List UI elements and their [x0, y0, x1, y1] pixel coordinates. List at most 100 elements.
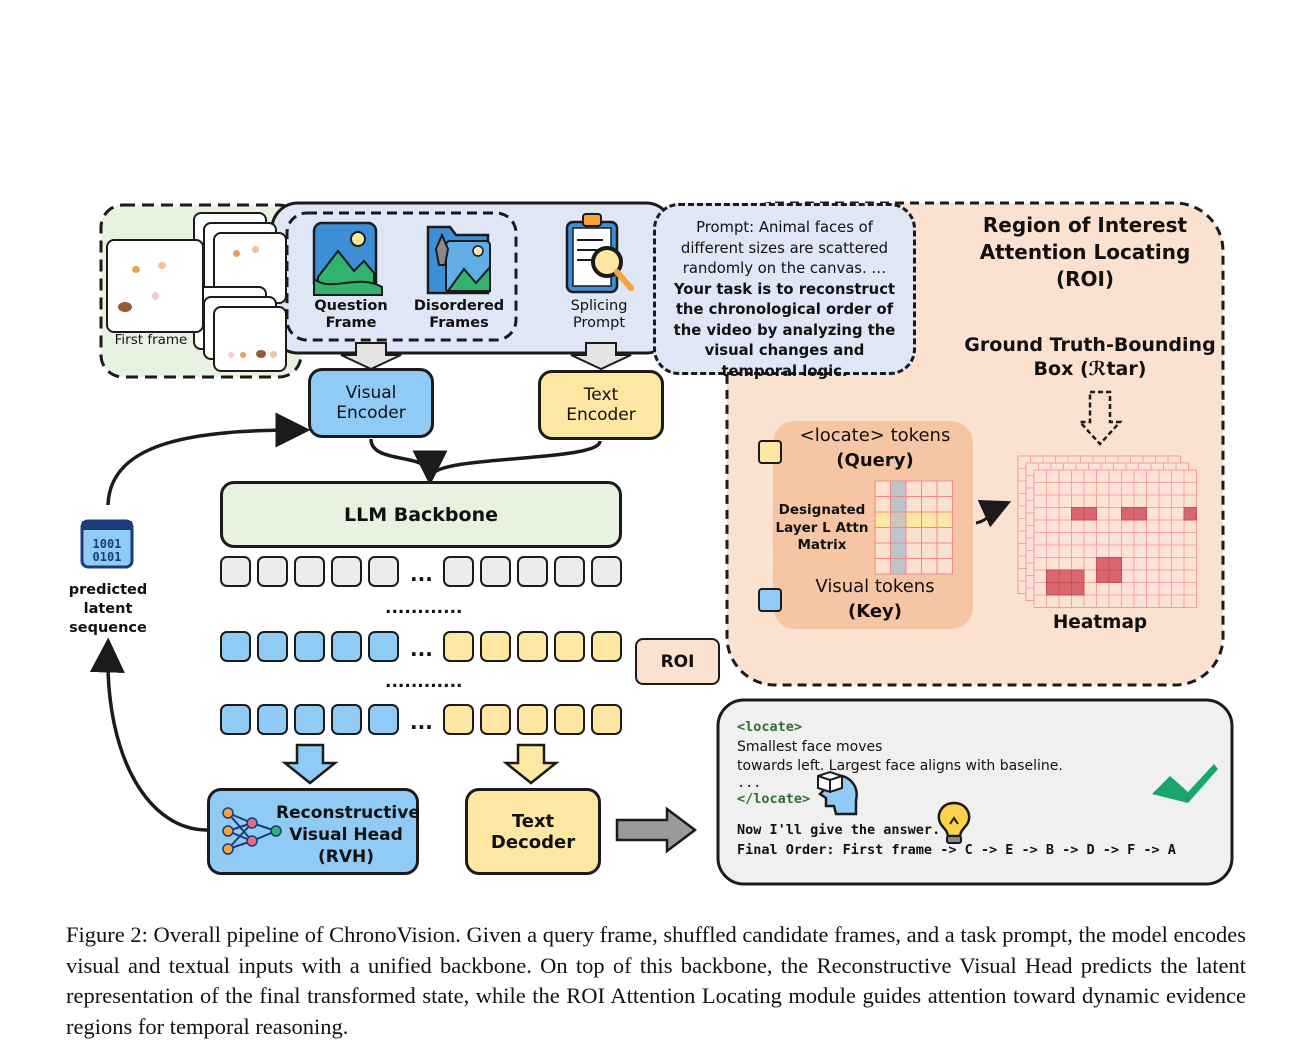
attn-cell	[890, 480, 907, 497]
reasoning-line-2: towards left. Largest face aligns with b…	[737, 758, 1063, 774]
attn-cell	[936, 527, 953, 544]
visual-token	[294, 631, 325, 662]
heatmap-stack	[1017, 455, 1197, 608]
attn-cell	[874, 527, 891, 544]
token-ellipsis: ...	[410, 710, 433, 734]
attn-cell	[890, 527, 907, 544]
heatmap-hot-cell	[1058, 569, 1072, 583]
heatmap-hot-cell	[1046, 569, 1060, 583]
frame-card	[213, 306, 287, 372]
attn-cell	[921, 542, 938, 559]
attn-matrix-grid	[874, 480, 953, 575]
first-frame-card	[106, 239, 204, 333]
attn-matrix-label: Designated Layer L Attn Matrix	[775, 502, 869, 553]
text-token	[443, 704, 474, 735]
attn-cell	[905, 542, 922, 559]
token	[517, 556, 548, 587]
visual-encoder: Visual Encoder	[308, 368, 434, 438]
text-token	[517, 704, 548, 735]
animal-face-icon	[256, 350, 266, 358]
attn-cell	[921, 480, 938, 497]
binary-code-icon: 1001 0101	[79, 518, 137, 570]
rvh-to-latent-arrow	[89, 637, 208, 832]
output-panel	[716, 698, 1234, 886]
head-thinking-icon	[812, 770, 862, 818]
roi-tag: ROI	[635, 638, 720, 685]
output-text: <locate> Smallest face moves towards lef…	[737, 718, 1207, 860]
lightbulb-icon	[936, 800, 972, 848]
attn-cell	[890, 542, 907, 559]
heatmap-hot-cell	[1096, 569, 1110, 583]
image-inputs-group	[285, 211, 518, 342]
attn-cell	[936, 511, 953, 528]
visual-token	[368, 704, 399, 735]
heatmap-hot-cell	[1046, 582, 1060, 596]
disordered-frames-label: Disordered Frames	[413, 298, 505, 332]
visual-token	[220, 631, 251, 662]
token	[294, 556, 325, 587]
splicing-prompt-icon	[563, 210, 637, 298]
network-icon	[220, 803, 282, 861]
text-encoder: Text Encoder	[538, 370, 664, 440]
query-token-icon	[758, 440, 782, 464]
heatmap-hot-cell	[1071, 507, 1085, 521]
visual-token	[257, 631, 288, 662]
check-icon	[1152, 764, 1218, 803]
animal-face-icon	[252, 246, 259, 253]
text-token	[554, 704, 585, 735]
key-token-icon	[758, 588, 782, 612]
prompt-bubble: Prompt: Animal faces of different sizes …	[653, 203, 916, 380]
row-dots: ............	[385, 598, 463, 618]
token	[554, 556, 585, 587]
visual-token	[220, 704, 251, 735]
text-token	[591, 631, 622, 662]
token-ellipsis: ...	[410, 562, 433, 586]
attn-cell	[890, 558, 907, 575]
text-token	[591, 704, 622, 735]
text-tokens-down-arrow	[502, 743, 560, 785]
text-decoder: Text Decoder	[465, 788, 601, 875]
row-dots: ............	[385, 672, 463, 692]
visual-tokens-down-arrow	[281, 743, 339, 785]
visual-token	[331, 704, 362, 735]
attn-cell	[905, 558, 922, 575]
text-to-llm-arrow	[430, 440, 602, 477]
disordered-frames-icon	[420, 219, 494, 297]
attn-cell	[936, 480, 953, 497]
attn-cell	[890, 496, 907, 513]
visual-token	[331, 631, 362, 662]
attn-cell	[921, 511, 938, 528]
attn-cell	[936, 542, 953, 559]
animal-face-icon	[152, 292, 159, 300]
attn-cell	[905, 511, 922, 528]
text-token	[517, 631, 548, 662]
token	[591, 556, 622, 587]
animal-face-icon	[228, 352, 234, 358]
heatmap-hot-cell	[1121, 507, 1135, 521]
question-frame-label: Question Frame	[314, 298, 388, 332]
animal-face-icon	[270, 351, 277, 358]
query-label: (Query)	[836, 450, 914, 471]
text-token	[480, 631, 511, 662]
token	[480, 556, 511, 587]
attn-cell	[890, 511, 907, 528]
text-input-arrow	[570, 342, 632, 371]
locate-close-tag: </locate>	[737, 790, 811, 807]
svg-text:0101: 0101	[93, 550, 122, 564]
visual-to-llm-arrow	[369, 438, 448, 486]
rvh-box: Reconstructive Visual Head (RVH)	[207, 788, 420, 875]
decoder-to-output-arrow	[615, 806, 698, 854]
gt-down-arrow	[1077, 390, 1123, 446]
attention-block	[773, 421, 973, 629]
heatmap-hot-cell	[1108, 557, 1122, 571]
attn-cell	[921, 527, 938, 544]
heatmap-hot-cell	[1071, 569, 1085, 583]
final-order: Final Order: First frame -> C -> E -> B …	[737, 841, 1176, 858]
token	[220, 556, 251, 587]
attn-cell	[905, 480, 922, 497]
token	[331, 556, 362, 587]
animal-face-icon	[233, 250, 240, 257]
visual-token	[257, 704, 288, 735]
gt-box-label: Ground Truth-Bounding Box (ℛtar)	[964, 334, 1216, 380]
